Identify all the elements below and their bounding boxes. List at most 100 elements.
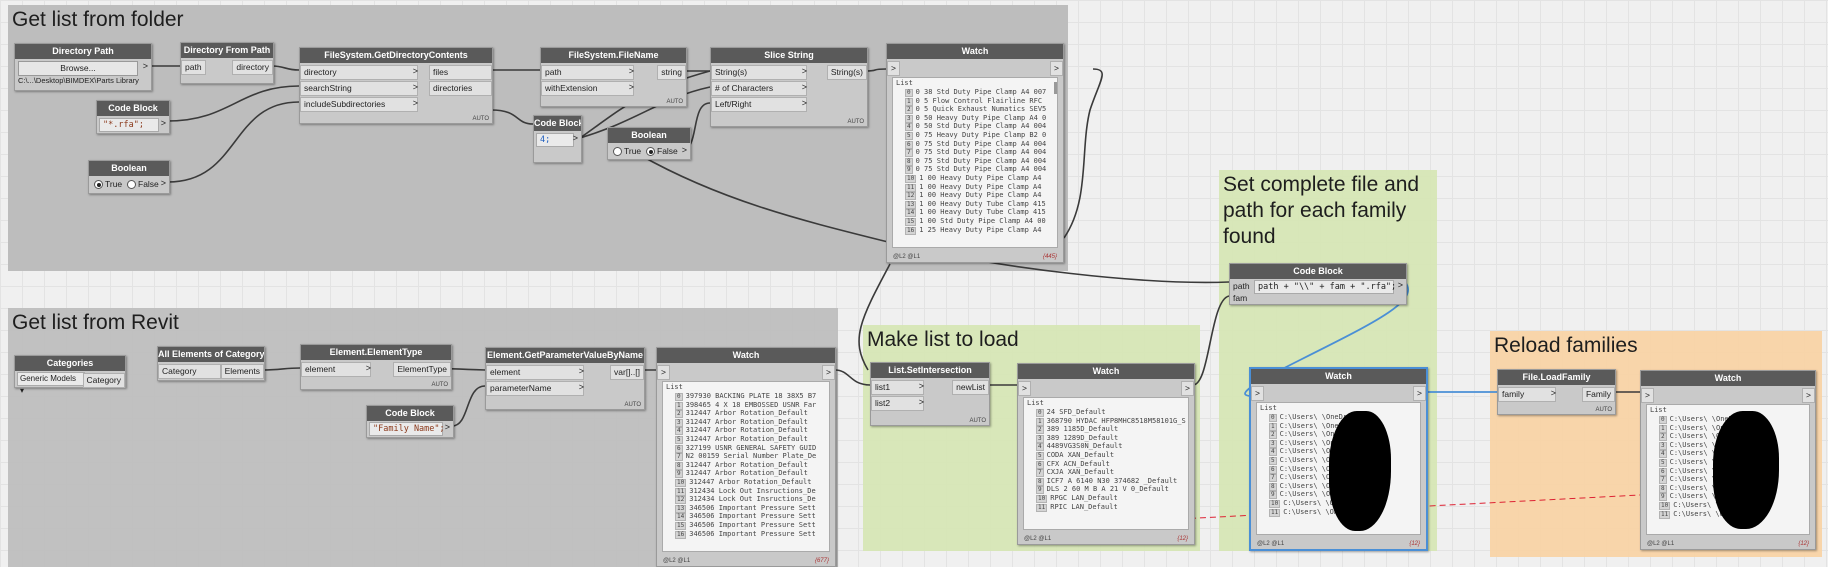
node-code-block-rfa[interactable]: Code Block "*.rfa"; > — [96, 100, 170, 134]
input-port[interactable]: > — [1641, 388, 1654, 403]
toggle-true[interactable]: True — [94, 179, 122, 190]
node-code-block-4[interactable]: Code Block 4; > — [533, 115, 582, 163]
output-arrow-icon[interactable]: > — [681, 145, 687, 155]
code-editor[interactable]: path + "\\" + fam + ".rfa"; — [1254, 280, 1396, 294]
radio-icon — [646, 147, 655, 157]
code-editor[interactable]: 4; — [536, 133, 574, 147]
output-arrow-icon[interactable]: > — [142, 61, 148, 71]
output-port[interactable]: > — [1802, 388, 1815, 403]
input-port-parametername[interactable]: parameterName> — [486, 381, 586, 396]
output-port-files[interactable]: files — [429, 65, 492, 80]
output-port-var[interactable]: var[]..[] — [610, 365, 644, 380]
input-port-strings[interactable]: String(s)> — [711, 65, 809, 80]
input-port[interactable]: > — [1018, 381, 1031, 396]
output-port-family[interactable]: Family — [1581, 387, 1615, 402]
input-port[interactable]: > — [657, 365, 670, 380]
input-port[interactable]: > — [887, 61, 900, 76]
output-port-directories[interactable]: directories — [429, 81, 492, 96]
node-get-parameter-value-by-name[interactable]: Element.GetParameterValueByName element>… — [485, 347, 645, 410]
input-port-family[interactable]: family> — [1498, 387, 1558, 402]
node-boolean-subdirectories[interactable]: Boolean True False > — [88, 160, 170, 194]
input-port[interactable]: > — [1251, 386, 1264, 401]
list-item-text: C:\Users\ \OneDrive — [1669, 466, 1750, 475]
input-port-category[interactable]: Category — [158, 364, 221, 379]
node-directory-path[interactable]: Directory Path Browse... > C:\...\Deskto… — [14, 43, 152, 91]
output-arrow-icon[interactable]: > — [444, 422, 450, 432]
list-item-text: 0 75 Std Duty Pipe Clamp A4 004 — [915, 139, 1047, 148]
toggle-false[interactable]: False — [127, 179, 159, 190]
node-file-name[interactable]: FileSystem.FileName path> withExtension>… — [540, 47, 687, 107]
node-code-block-family-name[interactable]: Code Block "Family Name"; > — [366, 405, 454, 438]
list-item-text: 0 38 Std Duty Pipe Clamp A4 007 — [915, 88, 1047, 96]
input-port-list2[interactable]: list2> — [871, 396, 926, 411]
list-item-text: C:\Users\ \OneDrive — [1279, 413, 1360, 421]
input-port-directory[interactable]: directory> — [300, 65, 420, 80]
node-element-type[interactable]: Element.ElementType element> ElementType… — [300, 344, 452, 390]
output-arrow-icon[interactable]: > — [160, 118, 166, 128]
node-slice-string[interactable]: Slice String String(s)> # of Characters>… — [710, 47, 868, 127]
list-levels: @L2 @L1 — [893, 254, 921, 260]
output-port-newlist[interactable]: newList — [952, 380, 989, 395]
output-arrow-icon[interactable]: > — [160, 178, 166, 188]
input-port-list1[interactable]: list1> — [871, 380, 926, 395]
input-port-element[interactable]: element> — [486, 365, 586, 380]
category-dropdown[interactable]: Generic Models ▾ — [17, 372, 85, 395]
output-port-elementtype[interactable]: ElementType — [393, 362, 451, 377]
node-file-load-family[interactable]: File.LoadFamily family> Family AUTO — [1497, 369, 1616, 415]
input-port-number-of-characters[interactable]: # of Characters> — [711, 81, 809, 96]
input-port-left-right[interactable]: Left/Right> — [711, 97, 809, 112]
output-port-category[interactable]: Category — [82, 373, 125, 388]
input-port-path[interactable]: path — [1233, 281, 1250, 291]
output-port-directory[interactable]: directory — [232, 60, 273, 75]
output-arrow-icon[interactable]: > — [572, 133, 578, 143]
output-port-elements[interactable]: Elements — [220, 364, 264, 379]
output-port[interactable]: > — [1181, 381, 1194, 396]
chevron-right-icon: > — [412, 82, 418, 92]
input-port-searchstring[interactable]: searchString> — [300, 81, 420, 96]
node-title: Directory From Path — [181, 43, 273, 58]
browse-button[interactable]: Browse... — [18, 61, 138, 76]
node-code-block-path[interactable]: Code Block path fam path + "\\" + fam + … — [1229, 263, 1407, 305]
output-port-string[interactable]: string — [657, 65, 686, 80]
list-item-text: ICF7 A 6140 N30 374682 _Default — [1046, 476, 1178, 485]
list-item-index: 9 — [905, 166, 913, 175]
list-item-text: 1 00 Heavy Duty Tube Clamp 415 — [919, 199, 1046, 208]
node-get-directory-contents[interactable]: FileSystem.GetDirectoryContents director… — [299, 47, 493, 124]
code-editor[interactable]: "Family Name"; — [369, 422, 445, 436]
node-all-elements-of-category[interactable]: All Elements of Category Category Elemen… — [157, 346, 265, 381]
scrollbar[interactable] — [1054, 82, 1057, 94]
output-arrow-icon[interactable]: > — [1397, 280, 1403, 290]
input-port-withextension[interactable]: withExtension> — [541, 81, 636, 96]
list-item-text: C:\Users\ \OneDrive — [1669, 440, 1750, 449]
list-item-text: 1 00 Std Duty Pipe Clamp A4 00 — [919, 216, 1046, 225]
chevron-right-icon: > — [918, 381, 924, 391]
output-port-strings[interactable]: String(s) — [826, 65, 867, 80]
node-list-set-intersection[interactable]: List.SetIntersection list1> list2> newLi… — [870, 362, 990, 426]
list-item-text: 312434 Lock Out Insructions_De — [689, 495, 816, 504]
toggle-true[interactable]: True — [613, 146, 641, 157]
node-directory-from-path[interactable]: Directory From Path path directory — [180, 42, 274, 84]
input-port-element[interactable]: element> — [301, 362, 373, 377]
node-categories[interactable]: Categories Generic Models ▾ Category — [14, 355, 126, 395]
output-port[interactable]: > — [822, 365, 835, 380]
input-port-includesubdirectories[interactable]: includeSubdirectories> — [300, 97, 420, 112]
toggle-false[interactable]: False — [646, 146, 678, 157]
input-port-fam[interactable]: fam — [1233, 293, 1248, 303]
input-port-path[interactable]: path> — [541, 65, 636, 80]
output-port[interactable]: > — [1050, 61, 1063, 76]
code-editor[interactable]: "*.rfa"; — [99, 118, 159, 132]
output-port[interactable]: > — [1413, 386, 1426, 401]
node-boolean-extension[interactable]: Boolean True False > — [607, 127, 691, 160]
input-port-path[interactable]: path — [181, 60, 206, 75]
